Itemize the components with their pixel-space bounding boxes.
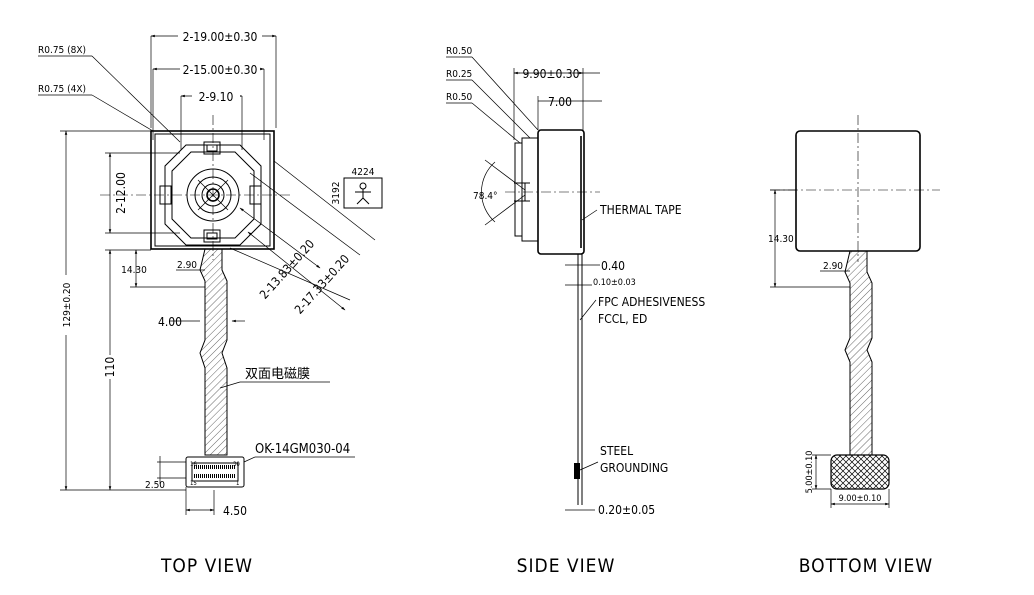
fpc-label-line2: FCCL, ED	[598, 312, 647, 326]
pin-15: 15	[190, 480, 197, 487]
bottom-view: 14.30 2.90 5.00±0.10 9.00±0.10 BOTTOM VI…	[768, 115, 940, 577]
radius-8x-label: R0.75 (8X)	[38, 45, 86, 56]
stamp-side-number: 3192	[331, 182, 342, 205]
side-radius-050-b: R0.50	[446, 92, 473, 103]
side-body	[505, 129, 600, 255]
dim-height-12: 2-12.00	[114, 172, 128, 214]
dim-0-10: 0.10±0.03	[593, 278, 636, 288]
camera-module-body	[100, 115, 290, 260]
dim-2-90: 2.90	[177, 260, 197, 271]
qc-stamp: 4224 3192	[331, 167, 383, 209]
pin-16: 16	[190, 461, 197, 468]
board-connector: 16 30 15 1	[185, 456, 245, 488]
bottom-dim-9-00: 9.00±0.10	[839, 494, 882, 504]
side-radius-025: R0.25	[446, 69, 472, 80]
dim-9-90: 9.90±0.30	[522, 67, 579, 81]
dim-4-50: 4.50	[223, 504, 247, 518]
dim-110: 110	[103, 357, 117, 378]
top-view-title: TOP VIEW	[160, 555, 253, 577]
dim-width-inner: 2-15.00±0.30	[183, 63, 258, 77]
pin-30: 30	[233, 461, 240, 468]
thermal-tape-label: THERMAL TAPE	[599, 203, 682, 217]
fpc-label-line1: FPC ADHESIVENESS	[598, 295, 705, 309]
dim-4-00: 4.00	[158, 315, 182, 329]
dim-0-40: 0.40	[601, 259, 625, 273]
film-label: 双面电磁膜	[245, 367, 310, 382]
connector-part-number: OK-14GM030-04	[255, 442, 350, 457]
bottom-view-title: BOTTOM VIEW	[799, 555, 933, 577]
top-view: 2-19.00±0.30 2-15.00±0.30 2-9.10 R0.75 (…	[38, 30, 383, 577]
dim-width-lens: 2-9.10	[199, 90, 234, 104]
dim-14-30: 14.30	[121, 265, 147, 276]
dim-2-50: 2.50	[145, 480, 165, 491]
pin-1: 1	[236, 480, 239, 487]
fpc-flex-cable	[199, 248, 228, 456]
dim-7-00: 7.00	[548, 95, 572, 109]
dim-width-outer: 2-19.00±0.30	[183, 30, 258, 44]
side-view: R0.50 R0.25 R0.50 9.90±0.30 7.00	[446, 46, 705, 577]
dim-0-20: 0.20±0.05	[598, 503, 655, 517]
stamp-top-number: 4224	[352, 167, 375, 178]
bottom-dim-5-00: 5.00±0.10	[805, 451, 815, 494]
steel-label-line2: GROUNDING	[600, 461, 668, 475]
view-angle: 78.4°	[473, 191, 498, 202]
side-view-title: SIDE VIEW	[517, 555, 616, 577]
side-radius-050-a: R0.50	[446, 46, 473, 57]
steel-label-line1: STEEL	[600, 444, 633, 458]
bottom-dim-14-30: 14.30	[768, 234, 794, 245]
bottom-dim-2-90: 2.90	[823, 261, 843, 272]
radius-4x-label: R0.75 (4X)	[38, 84, 86, 95]
dim-total-length: 129±0.20	[62, 282, 73, 327]
